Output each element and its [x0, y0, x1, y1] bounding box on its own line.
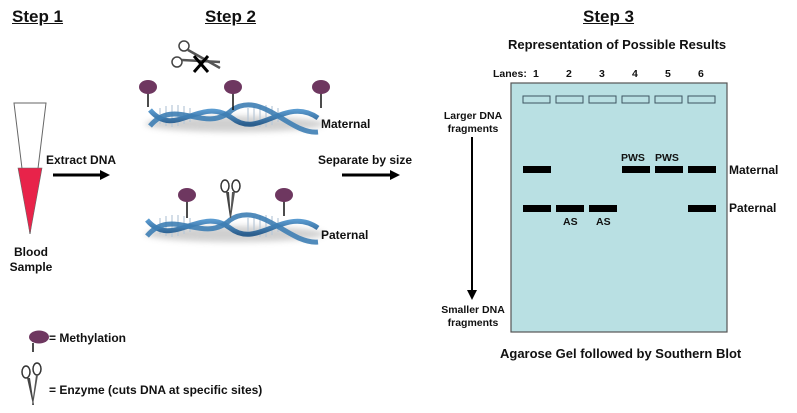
- lanes-label: Lanes:: [493, 68, 527, 80]
- maternal-band-lane5: [655, 166, 683, 173]
- pws-annotation-lane5: PWS: [655, 152, 679, 164]
- methylation-mark-icon: [312, 80, 330, 108]
- methylation-mark-icon: [224, 80, 242, 110]
- gel-well: [654, 95, 683, 104]
- maternal-band-lane6: [688, 166, 716, 173]
- larger-line1: Larger DNA: [443, 110, 503, 122]
- paternal-band-lane6: [688, 205, 716, 212]
- maternal-dna-icon: [145, 102, 325, 135]
- gel-maternal-label: Maternal: [729, 163, 779, 177]
- lane-number: 3: [599, 68, 605, 80]
- step2-title: Step 2: [205, 7, 257, 26]
- extract-arrow-icon: [53, 170, 110, 180]
- legend-methylation-icon: [29, 330, 49, 352]
- blocked-scissors-icon: [171, 40, 221, 73]
- larger-line2: fragments: [447, 123, 499, 135]
- gel-wells: [522, 95, 716, 104]
- gel-well: [588, 95, 617, 104]
- smaller-fragments-label: Smaller DNA fragments: [436, 304, 510, 330]
- smaller-line2: fragments: [447, 317, 499, 329]
- maternal-band-lane4: [622, 166, 650, 173]
- maternal-dna-label: Maternal: [321, 117, 371, 131]
- maternal-band-lane1: [523, 166, 551, 173]
- gel-well: [687, 95, 716, 104]
- lane-number: 5: [665, 68, 671, 80]
- paternal-band-lane3: [589, 205, 617, 212]
- gel-well: [621, 95, 650, 104]
- cutting-scissors-icon: [220, 179, 241, 218]
- extract-dna-label: Extract DNA: [46, 153, 117, 167]
- lane-number: 4: [632, 68, 638, 80]
- legend-methylation-text: = Methylation: [49, 331, 127, 345]
- methylation-mark-icon: [139, 80, 157, 107]
- as-annotation-lane3: AS: [596, 216, 611, 228]
- lane-number: 2: [566, 68, 572, 80]
- step1-title: Step 1: [12, 7, 64, 26]
- gel-paternal-label: Paternal: [729, 201, 777, 215]
- legend-enzyme-icon: [21, 362, 42, 405]
- step3-title: Step 3: [583, 7, 635, 26]
- lane-number: 6: [698, 68, 704, 80]
- size-direction-arrow-icon: [467, 137, 477, 300]
- separate-arrow-icon: [342, 170, 400, 180]
- pws-annotation-lane4: PWS: [621, 152, 645, 164]
- lane-number: 1: [533, 68, 539, 80]
- blood-label: Blood: [14, 245, 48, 259]
- methylation-mark-icon: [275, 188, 293, 216]
- as-annotation-lane2: AS: [563, 216, 578, 228]
- blood-tube-icon: [13, 102, 47, 235]
- gel-bands: [523, 166, 716, 212]
- gel-well: [555, 95, 584, 104]
- gel-well: [522, 95, 551, 104]
- paternal-band-lane2: [556, 205, 584, 212]
- methylation-mark-icon: [178, 188, 196, 218]
- separate-by-size-label: Separate by size: [318, 153, 413, 167]
- gel-caption: Agarose Gel followed by Southern Blot: [500, 346, 742, 361]
- paternal-dna-label: Paternal: [321, 228, 369, 242]
- paternal-band-lane1: [523, 205, 551, 212]
- paternal-dna-icon: [145, 212, 325, 245]
- sample-label: Sample: [9, 260, 53, 274]
- larger-fragments-label: Larger DNA fragments: [438, 110, 508, 136]
- legend-enzyme-text: = Enzyme (cuts DNA at specific sites): [49, 383, 263, 397]
- smaller-line1: Smaller DNA: [441, 304, 505, 316]
- results-subtitle: Representation of Possible Results: [508, 37, 727, 52]
